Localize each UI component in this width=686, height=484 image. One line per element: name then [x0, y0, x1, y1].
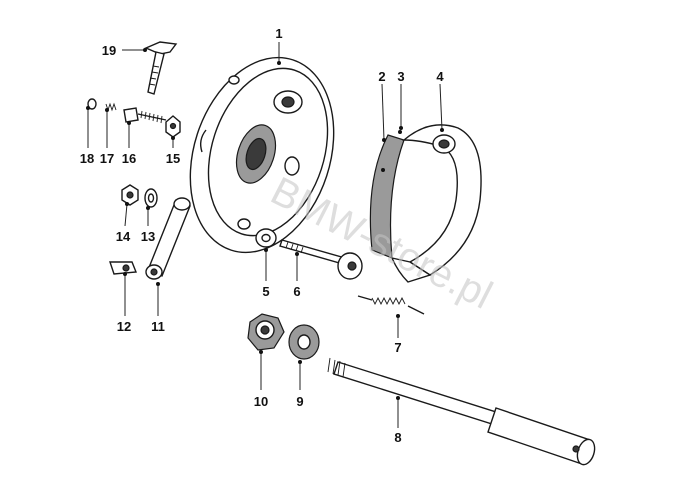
callout-9: 9	[296, 394, 303, 409]
nut-part-10	[247, 313, 285, 351]
clevis-part-12	[109, 261, 137, 275]
callout-12: 12	[117, 319, 131, 334]
washer-part-13	[144, 188, 158, 208]
wing-bolt-part-19	[144, 41, 178, 95]
brake-backing-plate	[189, 56, 335, 254]
brake-cam-part-6	[279, 239, 363, 280]
callout-14: 14	[116, 229, 131, 244]
callout-6: 6	[293, 284, 300, 299]
callout-18: 18	[80, 151, 94, 166]
return-spring-part-7	[357, 295, 425, 315]
nut-part-14	[121, 184, 139, 206]
callout-10: 10	[254, 394, 268, 409]
callout-labels: 1 2 3 4 5 6 7 8 9 10 11 12 13 14 15 16 1…	[80, 26, 445, 445]
callout-3: 3	[397, 69, 404, 84]
brake-lever-part-11	[145, 197, 191, 280]
callout-4: 4	[436, 69, 444, 84]
callout-19: 19	[102, 43, 116, 58]
washer-part-5	[255, 228, 277, 248]
brake-shoe	[369, 124, 482, 283]
callout-11: 11	[151, 319, 165, 334]
callout-5: 5	[262, 284, 269, 299]
callout-17: 17	[100, 151, 114, 166]
callout-15: 15	[166, 151, 180, 166]
callout-13: 13	[141, 229, 155, 244]
nut-part-15	[165, 115, 181, 138]
axle-part-8	[327, 357, 596, 466]
callout-7: 7	[394, 340, 401, 355]
callout-2: 2	[378, 69, 385, 84]
adjuster-screw-part-16	[123, 107, 167, 124]
callout-8: 8	[394, 430, 401, 445]
callout-16: 16	[122, 151, 136, 166]
callout-1: 1	[275, 26, 282, 41]
washer-part-9	[288, 324, 320, 360]
leader-lines	[86, 42, 444, 428]
small-screw-part-18	[87, 98, 97, 110]
